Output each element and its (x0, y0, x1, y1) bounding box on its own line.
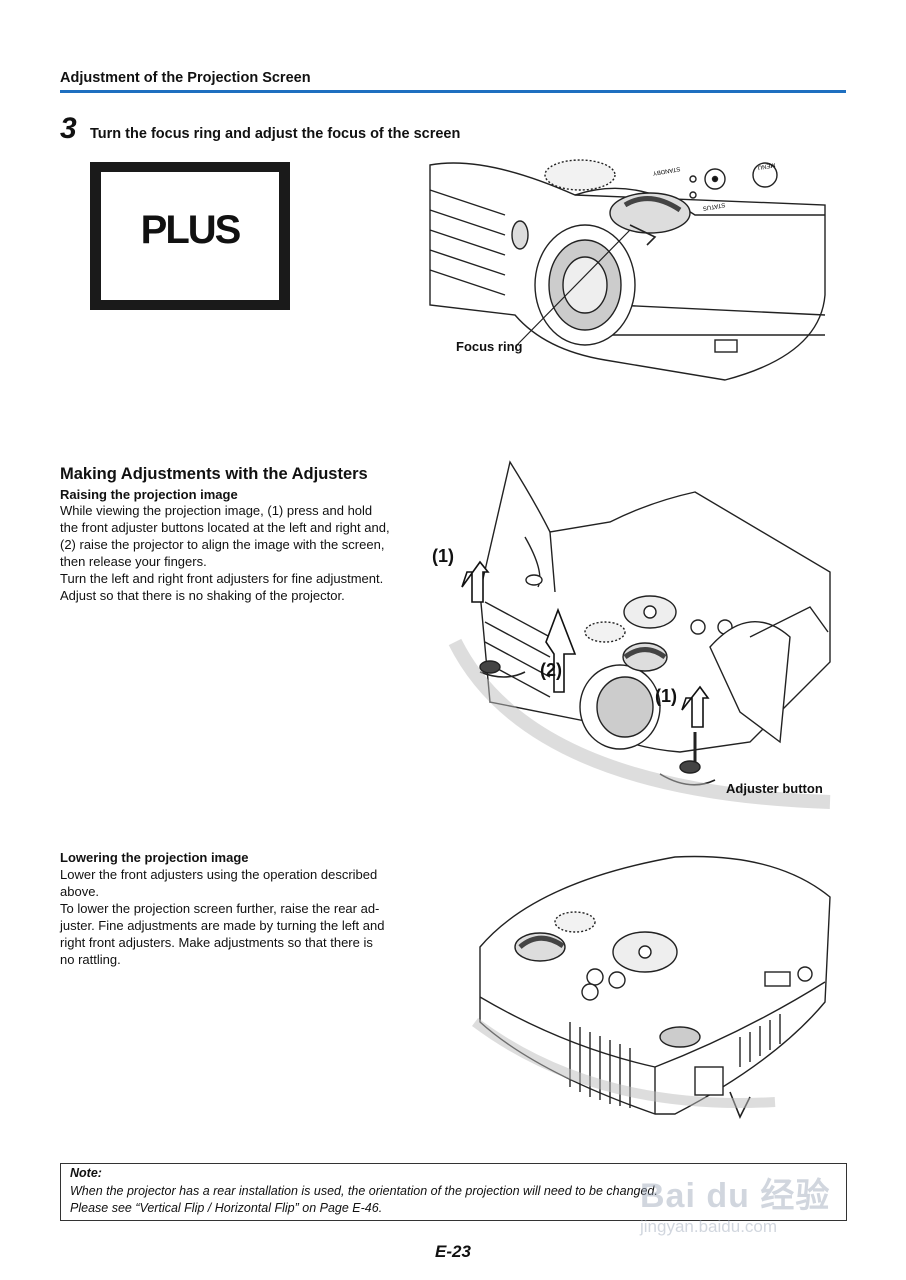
marker-2: (2) (540, 660, 562, 680)
marker-1-left: (1) (432, 546, 454, 566)
lowering-subtitle: Lowering the projection image (60, 850, 249, 865)
raising-subtitle: Raising the projection image (60, 487, 238, 502)
raising-line: the front adjuster buttons located at th… (60, 520, 390, 535)
watermark-url: jingyan.baidu.com (640, 1217, 778, 1236)
header-rule (60, 90, 846, 93)
step-instruction: Turn the focus ring and adjust the focus… (90, 126, 461, 142)
menu-button-label: MENU (757, 161, 775, 170)
note-line: Please see “Vertical Flip / Horizontal F… (70, 1201, 383, 1215)
note-title: Note: (70, 1166, 102, 1180)
lowering-line: right front adjusters. Make adjustments … (60, 935, 373, 950)
watermark-logo: Bai du 经验 (640, 1177, 831, 1215)
raising-line: Adjust so that there is no shaking of th… (60, 588, 345, 603)
raising-line: While viewing the projection image, (1) … (60, 503, 373, 518)
lowering-line: Lower the front adjusters using the oper… (60, 867, 378, 882)
focus-ring-label: Focus ring (456, 339, 523, 354)
baidu-watermark: Bai du 经验 jingyan.baidu.com (640, 1168, 855, 1240)
raising-projector-illustration (448, 460, 831, 809)
raising-line: (2) raise the projector to align the ima… (60, 537, 385, 552)
raising-line: Turn the left and right front adjusters … (60, 571, 384, 586)
raising-instructions: While viewing the projection image, (1) … (60, 502, 408, 604)
marker-1-right: (1) (655, 686, 677, 706)
step-number: 3 (60, 112, 77, 145)
adjusters-section-title: Making Adjustments with the Adjusters (60, 465, 368, 483)
adjuster-button-label: Adjuster button (726, 781, 823, 796)
page-number: E-23 (435, 1242, 471, 1261)
note-line: When the projector has a rear installati… (70, 1184, 658, 1198)
standby-label: STANDBY (652, 165, 681, 176)
page-header-title: Adjustment of the Projection Screen (60, 70, 311, 86)
status-label: STATUS (702, 201, 725, 211)
projection-screen-text: PLUS (140, 208, 242, 252)
lowering-line: above. (60, 884, 100, 899)
lowering-line: juster. Fine adjustments are made by tur… (60, 918, 385, 933)
note-box (60, 1163, 847, 1221)
lowering-projector-illustration (472, 855, 831, 1119)
lowering-line: To lower the projection screen further, … (60, 901, 380, 916)
lowering-line: no rattling. (60, 952, 121, 967)
projection-screen-area (101, 172, 279, 300)
raising-line: then release your fingers. (60, 554, 207, 569)
lowering-instructions: Lower the front adjusters using the oper… (60, 866, 408, 968)
projector-focus-illustration: MENU STANDBY STATUS (429, 159, 826, 381)
